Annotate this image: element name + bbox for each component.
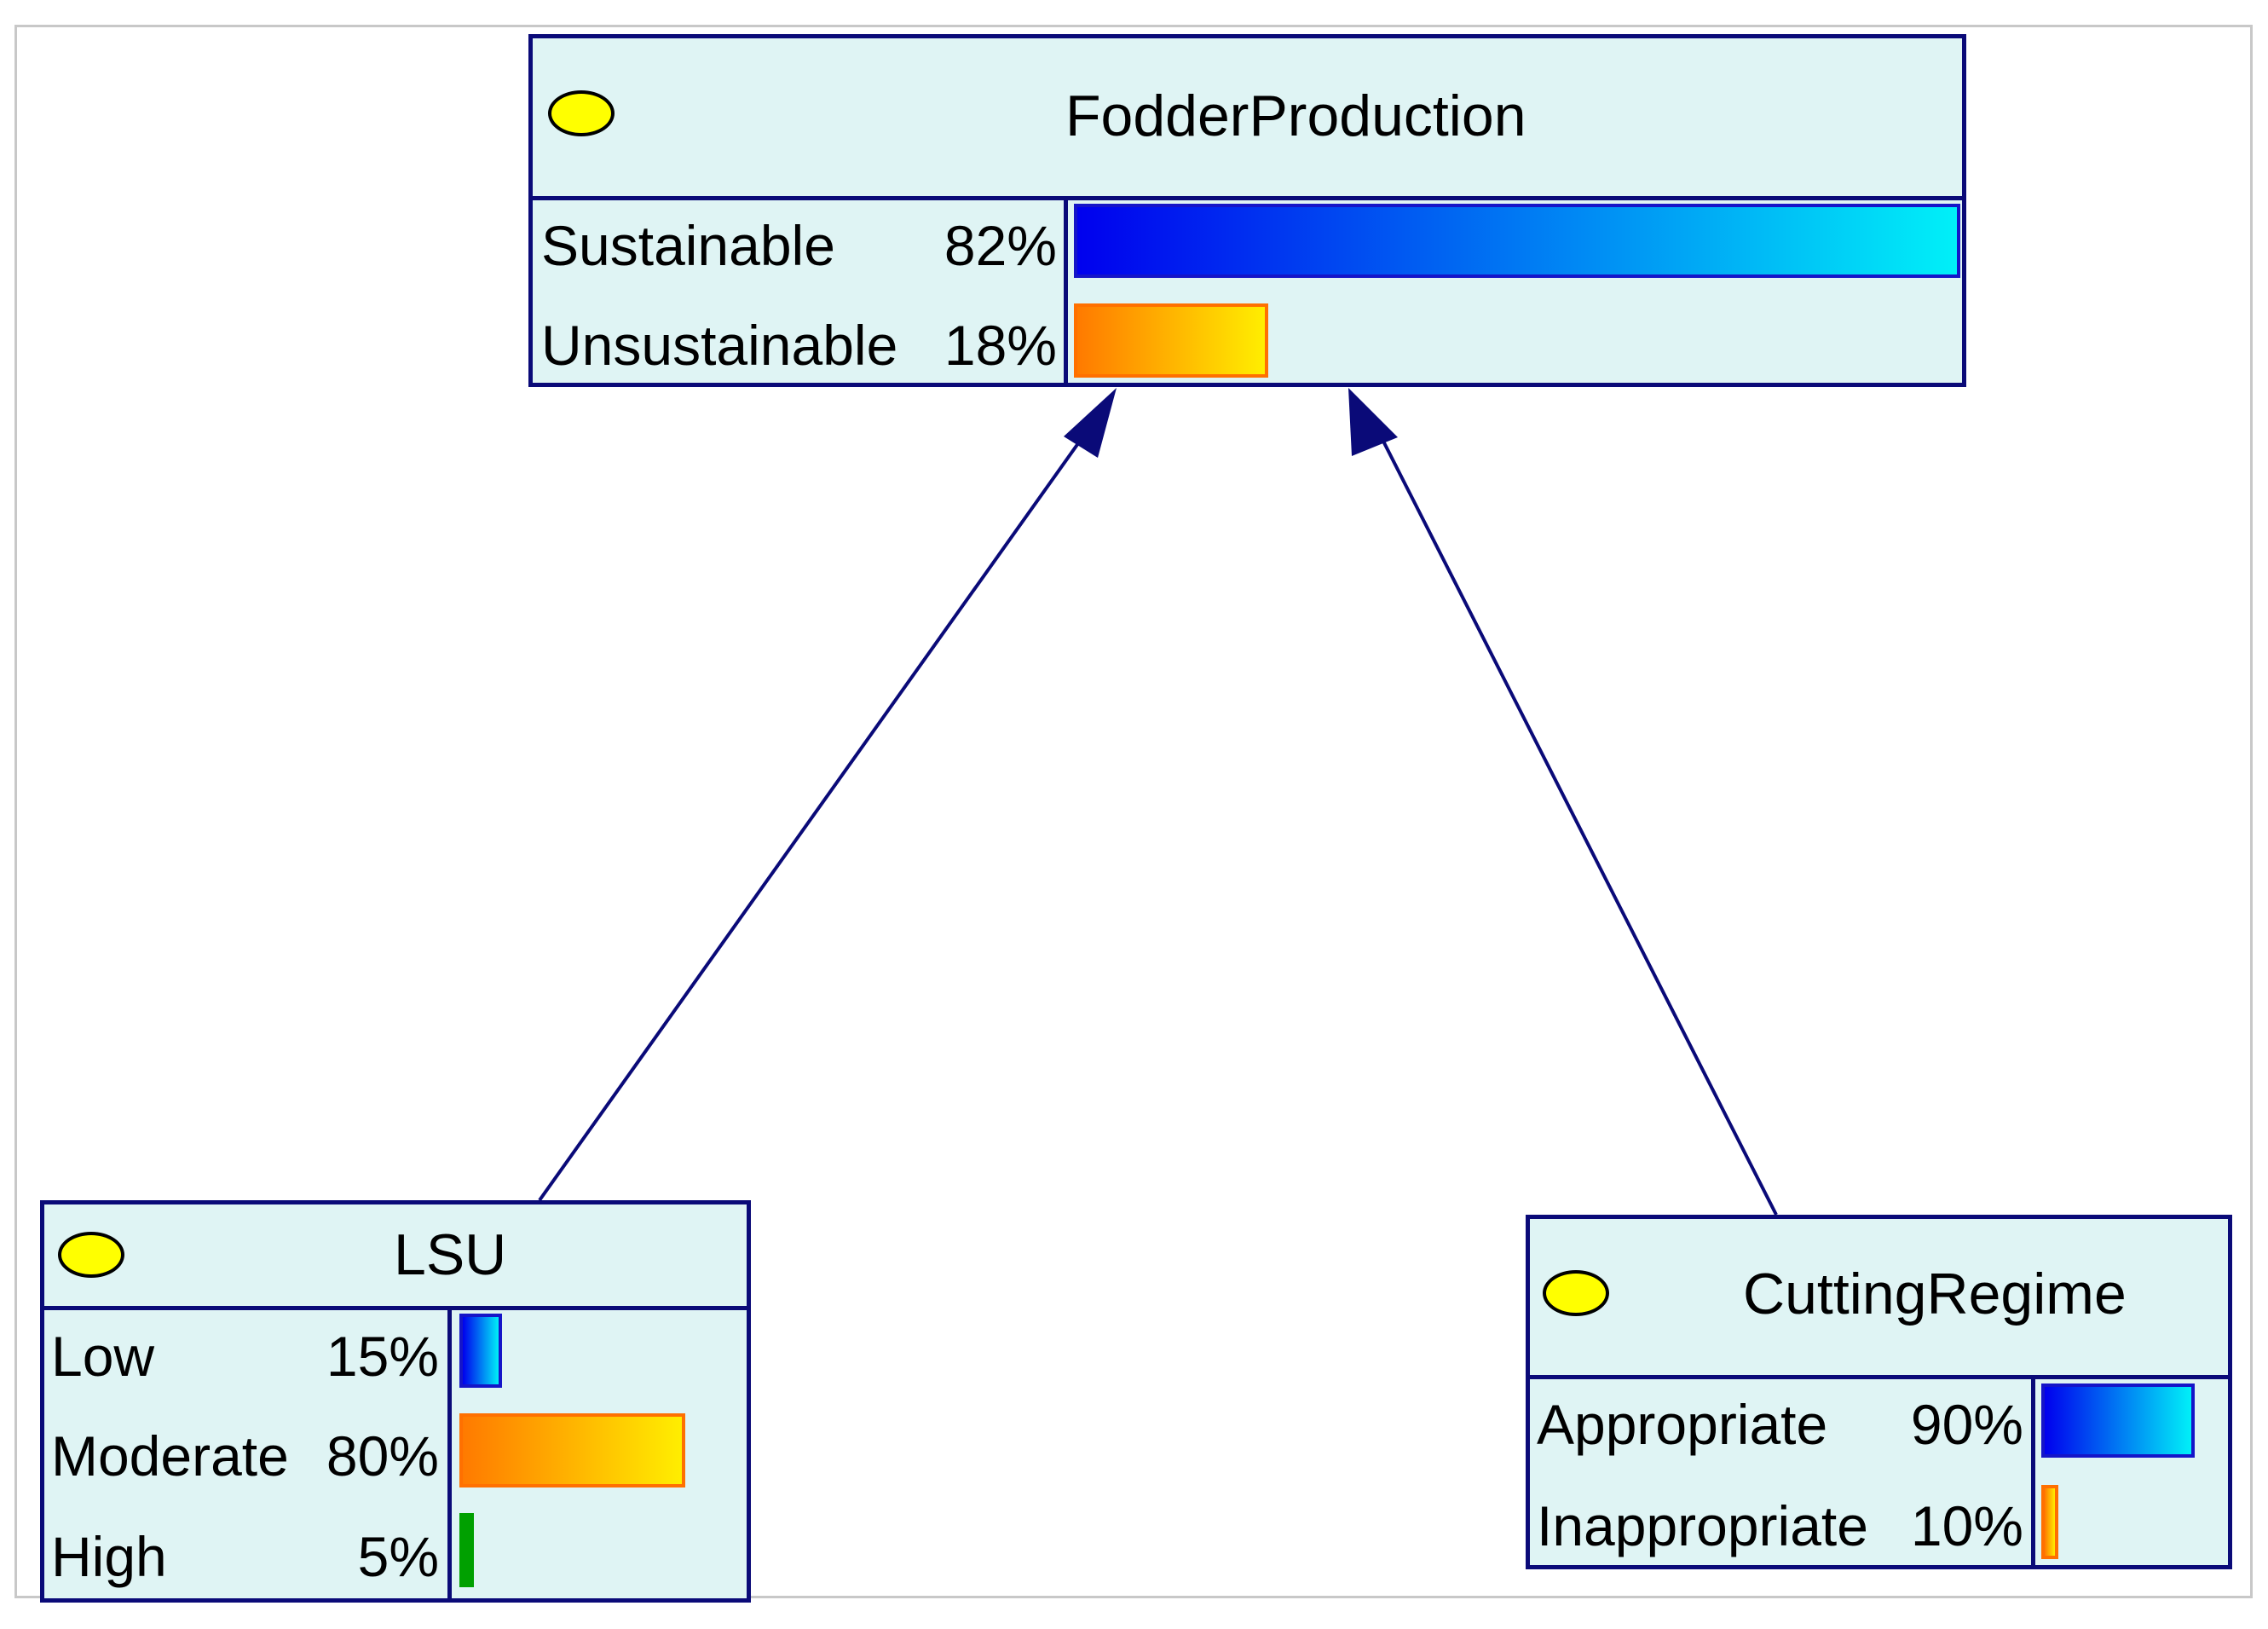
state-bar-high [459,1513,474,1587]
state-label-moderate: Moderate [51,1424,289,1487]
arrowhead-icon [1348,388,1398,456]
node-cuttingregime[interactable]: CuttingRegime Appropriate 90% Inappropri… [1526,1215,2232,1569]
state-label-unsustainable: Unsustainable [541,314,898,377]
yellow-ellipse-icon [548,90,615,136]
node-title: CuttingRegime [1743,1262,2127,1326]
yellow-ellipse-icon [58,1232,124,1278]
state-label-sustainable: Sustainable [541,214,835,277]
node-title: LSU [394,1222,507,1287]
state-bar-inappropriate [2041,1485,2058,1559]
node-lsu[interactable]: LSU Low 15% Moderate 80% High 5% [40,1200,751,1603]
arrowhead-icon [1064,388,1117,458]
node-header: FodderProduction [533,38,1962,200]
node-header: LSU [44,1204,747,1310]
column-divider [447,1306,452,1603]
diagram-canvas [14,25,2253,1598]
state-bar-low [459,1314,502,1388]
state-bar-unsustainable [1074,303,1268,378]
edge-cuttingregime-to-fodderproduction[interactable] [1348,388,1778,1216]
state-percent-low: 15% [326,1325,439,1388]
edge-line [538,412,1101,1202]
state-label-low: Low [51,1325,155,1388]
state-bar-appropriate [2041,1383,2195,1458]
state-percent-high: 5% [357,1525,439,1588]
state-label-appropriate: Appropriate [1537,1393,1828,1456]
node-header: CuttingRegime [1530,1219,2228,1379]
column-divider [1064,196,1068,387]
yellow-ellipse-icon [1543,1270,1609,1316]
state-label-inappropriate: Inappropriate [1537,1494,1868,1557]
state-percent-inappropriate: 10% [1910,1494,2023,1557]
edge-line [1369,415,1778,1216]
state-bar-moderate [459,1413,685,1487]
state-bar-sustainable [1074,204,1960,278]
state-percent-moderate: 80% [326,1424,439,1487]
edge-lsu-to-fodderproduction[interactable] [538,388,1117,1202]
node-fodderproduction[interactable]: FodderProduction Sustainable 82% Unsusta… [528,34,1966,387]
state-percent-sustainable: 82% [944,214,1057,277]
state-percent-appropriate: 90% [1910,1393,2023,1456]
state-label-high: High [51,1525,167,1588]
state-percent-unsustainable: 18% [944,314,1057,377]
node-title: FodderProduction [1065,84,1526,148]
column-divider [2031,1375,2035,1569]
